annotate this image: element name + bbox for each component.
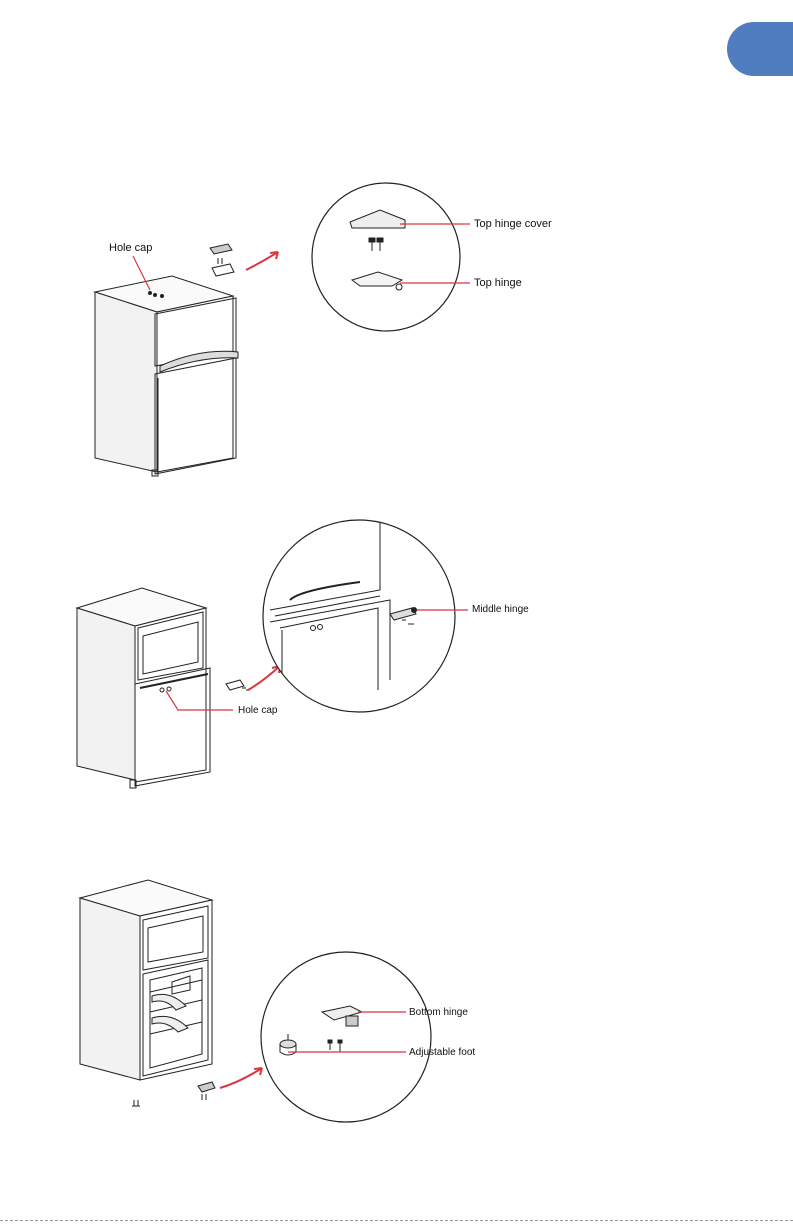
adjustable-foot-shape (280, 1040, 296, 1048)
label-bottom-hinge: Bottom hinge (409, 1007, 468, 1019)
zoom-arrow-3 (220, 1068, 262, 1088)
zoom-circle-3 (261, 952, 431, 1122)
page-bottom-rule (0, 1220, 793, 1222)
label-adjustable-foot: Adjustable foot (409, 1047, 475, 1059)
